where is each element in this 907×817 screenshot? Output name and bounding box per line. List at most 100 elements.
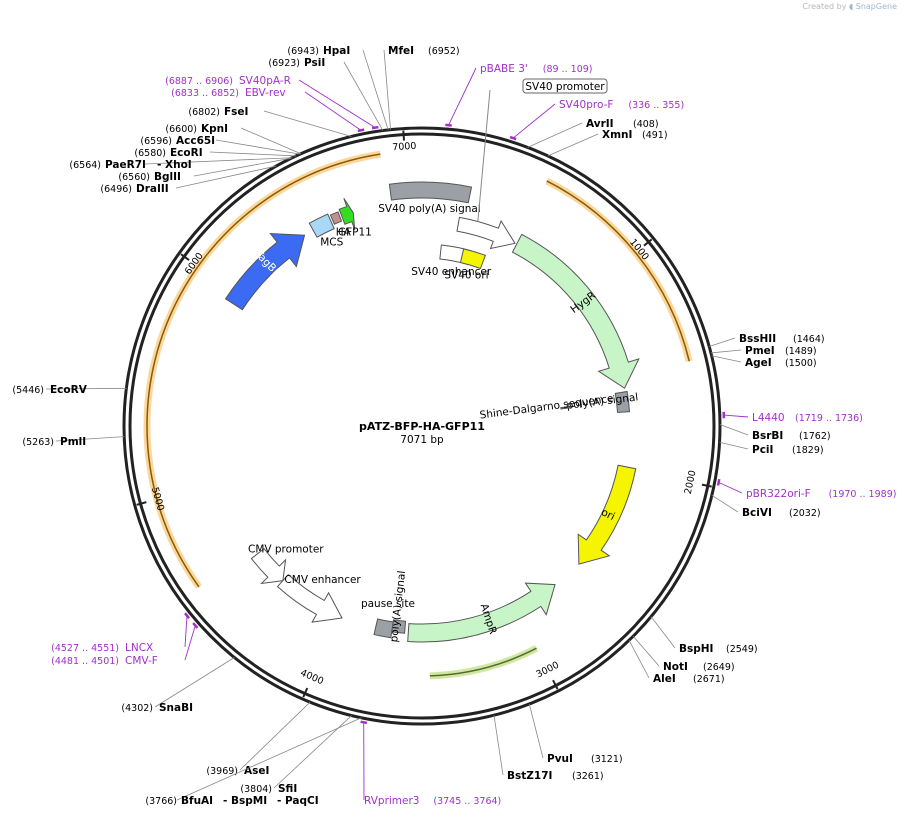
primer-site-rvprimer3[interactable]: RVprimer3(3745 .. 3764) xyxy=(364,795,501,807)
enzyme-site-sfii[interactable]: SfiI(3804) xyxy=(240,783,297,795)
enzyme-position: (491) xyxy=(642,130,668,141)
feature-ori[interactable] xyxy=(577,464,637,565)
sv40-promoter-label: SV40 promoter xyxy=(525,81,605,93)
enzyme-name: PmlI xyxy=(60,436,86,448)
feature-sv40-ori[interactable] xyxy=(459,248,486,270)
feature-hygr[interactable] xyxy=(511,233,640,389)
primer-mark xyxy=(445,123,452,127)
enzyme-leader xyxy=(711,355,742,363)
enzyme-site-xmni[interactable]: XmnI(491) xyxy=(602,129,668,141)
enzyme-site-bstz17i[interactable]: BstZ17I(3261) xyxy=(507,770,604,782)
feature-ha[interactable] xyxy=(329,211,343,225)
enzyme-site-pcii[interactable]: PciI(1829) xyxy=(752,444,824,456)
backbone-outer xyxy=(122,126,722,726)
feature-shine-dalgarno-sequence[interactable] xyxy=(560,405,572,410)
enzyme-site-hpai[interactable]: (6943)HpaI xyxy=(287,45,350,57)
primer-site-lncx[interactable]: (4527 .. 4551)LNCX xyxy=(51,642,153,654)
primer-mark xyxy=(716,478,721,486)
enzyme-site-agei[interactable]: AgeI(1500) xyxy=(745,357,817,369)
feature-gfp11[interactable] xyxy=(338,197,356,231)
enzyme-site-bsshii[interactable]: BssHII(1464) xyxy=(739,333,825,345)
enzyme-site-bglii[interactable]: (6560)BglII xyxy=(118,171,181,183)
enzyme-site-bsrbi[interactable]: BsrBI(1762) xyxy=(752,430,831,442)
feature-poly-a-signal[interactable] xyxy=(391,619,407,634)
enzyme-site-alei[interactable]: AleI(2671) xyxy=(653,673,725,685)
enzyme-position: (5263) xyxy=(22,437,54,448)
highlight-arc xyxy=(146,153,381,588)
primer-mark xyxy=(360,720,368,725)
feature-sv40-promoter[interactable] xyxy=(456,216,516,250)
enzyme-site-mfei[interactable]: MfeI(6952) xyxy=(388,45,460,57)
enzyme-position: (6580) xyxy=(134,148,166,159)
feature-ampr[interactable] xyxy=(407,582,556,643)
enzyme-site-fsei[interactable]: (6802)FseI xyxy=(188,106,248,118)
enzyme-name: - BspMI xyxy=(223,795,267,807)
enzyme-position: (6560) xyxy=(118,172,150,183)
enzyme-site-psii[interactable]: (6923)PsiI xyxy=(268,57,325,69)
primer-site-pbabe-3[interactable]: pBABE 3'(89 .. 109) xyxy=(480,63,593,75)
plasmid-name: pATZ-BFP-HA-GFP11 xyxy=(359,420,485,433)
feature-label: SV40 ori xyxy=(444,270,488,282)
highlight-arc xyxy=(546,180,690,362)
enzyme-position: (4302) xyxy=(121,703,153,714)
feature-tagbfp[interactable] xyxy=(224,233,306,311)
enzyme-position: (6564) xyxy=(69,160,101,171)
enzyme-leader xyxy=(632,635,660,667)
backbone-inner xyxy=(128,132,716,720)
feature-cmv-enhancer[interactable] xyxy=(276,573,343,623)
enzyme-name: PsiI xyxy=(304,57,325,69)
feature-cmv-promoter[interactable] xyxy=(250,547,287,585)
enzyme-leader xyxy=(362,49,389,131)
enzyme-site-acc65i[interactable]: (6596)Acc65I xyxy=(140,135,215,147)
enzyme-site-pmei[interactable]: PmeI(1489) xyxy=(745,345,817,357)
primer-site-sv40pa-r[interactable]: (6887 .. 6906)SV40pA-R xyxy=(165,75,291,87)
enzyme-site-bfuai[interactable]: BfuAI(3766)- BspMI- PaqCI xyxy=(145,795,318,807)
enzyme-site-ecorv[interactable]: EcoRV(5446) xyxy=(12,384,87,396)
enzyme-site-paer7i[interactable]: (6564)PaeR7I- XhoI xyxy=(69,159,191,171)
tick-mark xyxy=(552,679,559,690)
feature-poly-a-signal[interactable] xyxy=(614,390,631,414)
enzyme-site-draiii[interactable]: (6496)DraIII xyxy=(100,183,168,195)
enzyme-site-ecori[interactable]: (6580)EcoRI xyxy=(134,147,202,159)
enzyme-position: (2671) xyxy=(693,674,725,685)
feature-mcs[interactable] xyxy=(308,213,335,238)
primer-name: pBR322ori-F xyxy=(746,488,811,500)
primer-name: EBV-rev xyxy=(245,87,286,99)
primer-site-sv40pro-f[interactable]: SV40pro-F(336 .. 355) xyxy=(559,99,684,111)
primer-leader xyxy=(304,91,362,131)
enzyme-site-bsphi[interactable]: BspHI(2549) xyxy=(679,643,758,655)
enzyme-site-asei[interactable]: AseI(3969) xyxy=(206,765,269,777)
primer-site-l4440[interactable]: L4440(1719 .. 1736) xyxy=(752,412,863,424)
feature-sv40-poly-a-signal[interactable] xyxy=(388,181,473,204)
primer-range: (4527 .. 4551) xyxy=(51,643,119,654)
enzyme-position: (1489) xyxy=(785,346,817,357)
enzyme-site-snabi[interactable]: SnaBI(4302) xyxy=(121,702,193,714)
enzyme-name: BssHII xyxy=(739,333,776,345)
enzyme-name: AgeI xyxy=(745,357,772,369)
tick-mark xyxy=(701,483,712,488)
primer-leader xyxy=(718,481,743,494)
primer-site-pbr322ori-f[interactable]: pBR322ori-F(1970 .. 1989) xyxy=(746,488,896,500)
feature-label: SV40 enhancer xyxy=(411,266,492,278)
enzyme-site-kpni[interactable]: (6600)KpnI xyxy=(165,123,228,135)
primer-leader xyxy=(512,103,556,139)
enzyme-site-pmli[interactable]: PmlI (5263) xyxy=(22,436,86,448)
primer-site-ebv-rev[interactable]: (6833 .. 6852)EBV-rev xyxy=(171,87,286,99)
enzyme-site-pvui[interactable]: PvuI(3121) xyxy=(547,753,623,765)
primer-leader xyxy=(298,79,376,129)
enzyme-site-noti[interactable]: NotI(2649) xyxy=(663,661,735,673)
enzyme-name: PvuI xyxy=(547,753,573,765)
enzyme-leader xyxy=(144,157,293,165)
feature-pause-site[interactable] xyxy=(373,618,394,639)
enzyme-site-bcivi[interactable]: BciVI(2032) xyxy=(742,507,821,519)
enzyme-position: (2649) xyxy=(703,662,735,673)
primer-name: SV40pA-R xyxy=(239,75,291,87)
enzyme-site-avrii[interactable]: AvrII(408) xyxy=(586,118,659,130)
primer-site-cmv-f[interactable]: (4481 .. 4501)CMV-F xyxy=(51,655,158,667)
enzyme-name: BfuAI xyxy=(181,795,213,807)
enzyme-position: (408) xyxy=(633,119,659,130)
primer-mark xyxy=(184,612,191,619)
tick-mark xyxy=(136,501,147,506)
enzyme-leader xyxy=(343,61,384,131)
